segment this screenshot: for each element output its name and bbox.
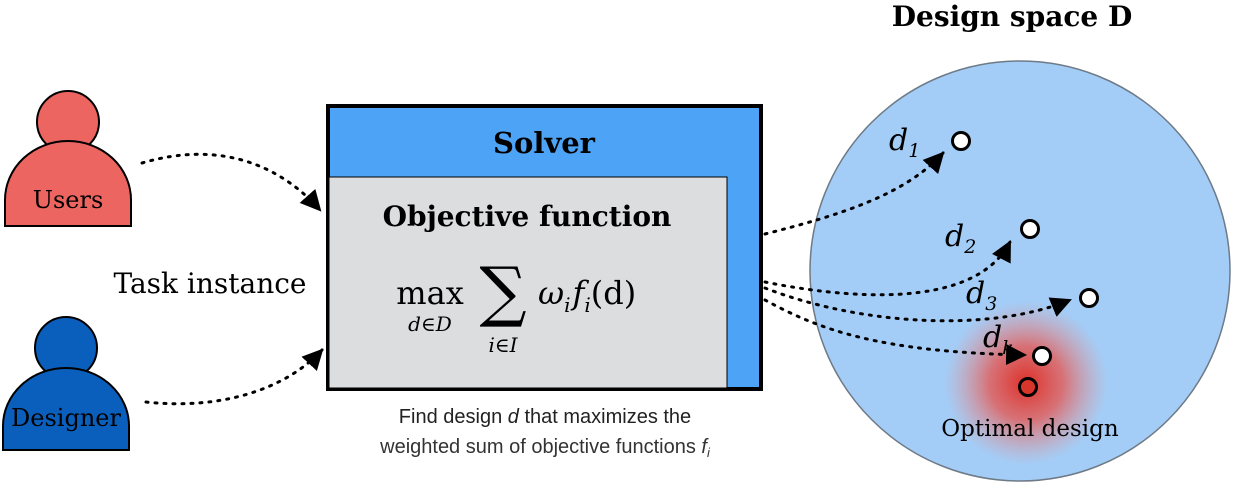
formula-weight-subscript: i [564, 293, 570, 317]
design-point-d3: d3 [966, 276, 1099, 315]
optimal-design-marker [1018, 377, 1038, 397]
design-point-dk: dk [983, 320, 1052, 366]
task-instance-label: Task instance [113, 267, 306, 300]
solver-to-d1-arrow [763, 151, 945, 236]
formula-max-subscript: d∈D [408, 312, 452, 336]
users-person: Users [4, 90, 132, 227]
caption-line-2-text: weighted sum of objective functions [379, 436, 701, 458]
design-point-d1-label: d1 [889, 123, 920, 162]
designer-person: Designer [2, 316, 130, 451]
objective-box [328, 176, 728, 389]
solver-to-dk-arrow [763, 298, 1028, 366]
design-space-circle [809, 60, 1231, 482]
solver-to-d3-arrow [763, 286, 1072, 323]
caption-func-subscript: i [707, 445, 711, 460]
caption-line-2: weighted sum of objective functions fi [379, 436, 711, 460]
solver-to-d2-arrow [763, 240, 1012, 297]
designer-body [2, 367, 130, 451]
design-point-d1-marker [951, 131, 971, 151]
design-point-d2-label: d2 [945, 219, 976, 258]
formula-weight: ω [538, 274, 564, 312]
objective-title: Objective function [383, 200, 672, 233]
design-point-d1: d1 [889, 123, 971, 162]
users-label: Users [33, 186, 104, 214]
formula-sum-symbol: ∑ [479, 253, 526, 330]
caption-line-1: Find design d that maximizes the [399, 406, 691, 428]
solver-label: Solver [493, 126, 596, 160]
formula-sum-subscript: i∈I [488, 333, 518, 357]
design-point-d3-marker [1079, 288, 1099, 308]
design-point-d2-marker [1020, 219, 1040, 239]
design-point-d3-label: d3 [966, 276, 997, 315]
users-body [4, 140, 132, 227]
users-to-solver-arrow [140, 152, 322, 212]
optimal-design-label: Optimal design [941, 416, 1119, 442]
formula-argument: (d) [591, 274, 636, 312]
caption-var: d [508, 406, 520, 428]
formula-func-subscript: i [584, 293, 590, 317]
formula-max: max [396, 274, 463, 312]
design-space-title: Design space D [892, 0, 1133, 33]
designer-to-solver-arrow [144, 348, 324, 406]
caption-func: f [701, 436, 709, 458]
design-point-dk-marker [1032, 346, 1052, 366]
design-point-dk-label: dk [983, 320, 1014, 359]
caption-line-1-pre: Find design [399, 406, 508, 428]
design-point-d2: d2 [945, 219, 1040, 258]
designer-label: Designer [11, 404, 121, 432]
caption-line-1-post: that maximizes the [519, 406, 691, 428]
